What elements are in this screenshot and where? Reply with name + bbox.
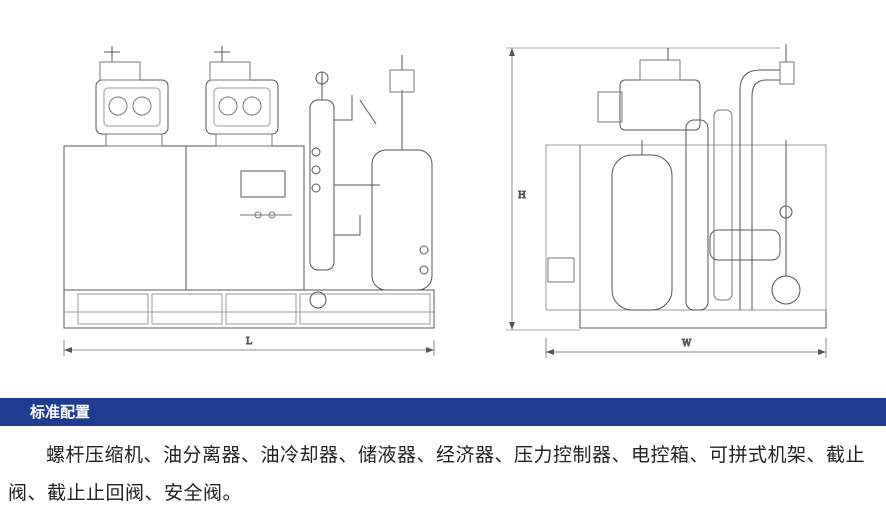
- receiver-vessel: [371, 55, 433, 291]
- dimension-l-label: L: [246, 337, 252, 347]
- dimension-h-label: H: [518, 191, 526, 201]
- front-view: [63, 46, 435, 356]
- standard-config-description: 螺杆压缩机、油分离器、油冷却器、储液器、经济器、压力控制器、电控箱、可拼式机架、…: [8, 444, 866, 504]
- section-title: 标准配置: [30, 403, 91, 421]
- side-view: [506, 44, 827, 358]
- compressor-left: [95, 46, 169, 147]
- unit-drawing-svg: L W H: [63, 44, 827, 358]
- technical-drawing: L W H: [63, 44, 827, 358]
- compressor-right: [205, 46, 279, 147]
- dimension-w-label: W: [682, 339, 692, 349]
- section-header-band: 标准配置: [0, 398, 886, 426]
